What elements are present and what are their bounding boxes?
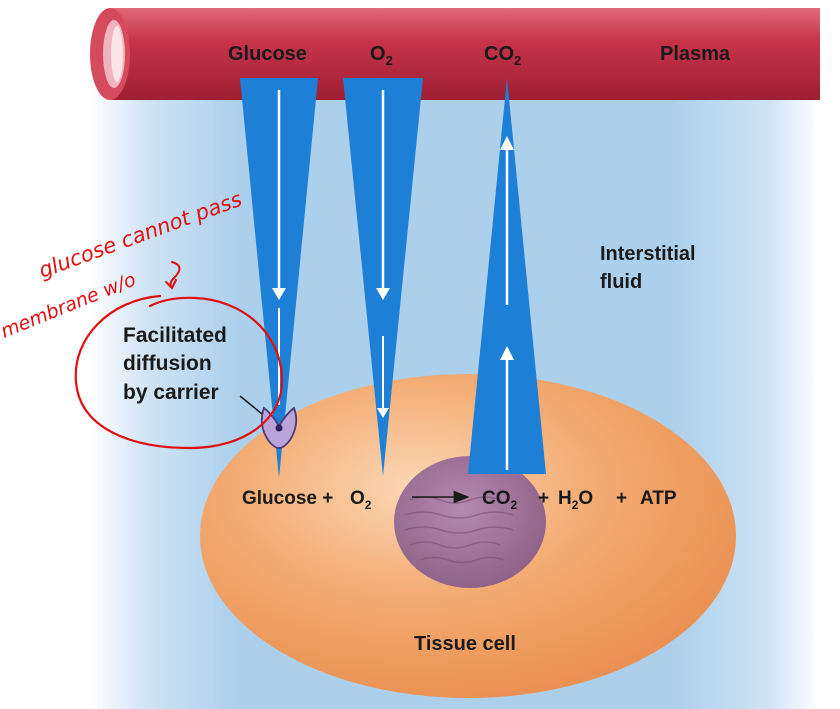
reaction-equation: Glucose + O2 CO2 + H2O + ATP (242, 488, 677, 512)
oxygen-top-label: O2 (370, 43, 393, 68)
plasma-label: Plasma (660, 43, 731, 65)
carrier-protein (260, 406, 298, 449)
interstitial-fluid-label-line2: fluid (600, 271, 642, 293)
glucose-top-label: Glucose (228, 43, 307, 65)
equation-plus-1: + (538, 488, 549, 509)
equation-atp: ATP (640, 488, 677, 509)
interstitial-fluid-label: Interstitial (600, 243, 696, 265)
carbon-dioxide-top-label: CO2 (484, 43, 521, 68)
tissue-cell-label: Tissue cell (414, 633, 516, 655)
annotation-arrow (165, 261, 181, 290)
equation-plus-2: + (616, 488, 627, 509)
nucleus (394, 456, 546, 588)
equation-water: H2O (558, 488, 593, 512)
carbon-dioxide-gradient (468, 78, 546, 474)
facilitated-diffusion-label-line3: by carrier (123, 381, 219, 404)
blood-vessel (90, 8, 820, 100)
equation-carbon-dioxide: CO2 (482, 488, 518, 512)
annotation-circle (74, 294, 284, 450)
equation-glucose: Glucose + (242, 488, 333, 509)
equation-oxygen: O2 (350, 488, 372, 512)
carrier-pointer-line (239, 395, 263, 415)
facilitated-diffusion-label-line2: diffusion (123, 352, 212, 375)
facilitated-diffusion-label: Facilitated (123, 324, 227, 347)
oxygen-gradient (343, 78, 423, 476)
